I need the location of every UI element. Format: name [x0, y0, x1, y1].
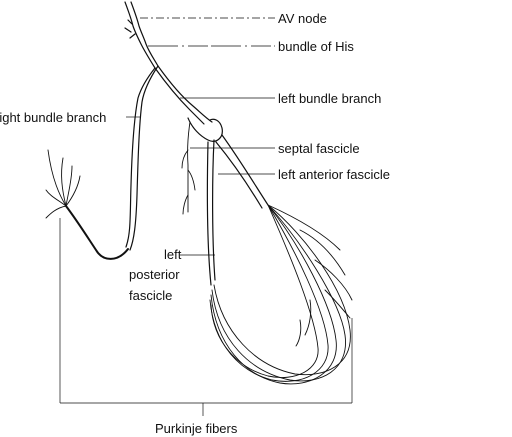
label-leaders [126, 17, 275, 256]
purkinje-bracket [59, 218, 353, 416]
label-left-posterior-line1: left [164, 247, 182, 262]
labels: AV node bundle of His left bundle branch… [0, 11, 390, 436]
label-bundle-of-his: bundle of His [278, 39, 354, 54]
label-septal-fascicle: septal fascicle [278, 141, 360, 156]
left-bundle-branch-structure [154, 65, 269, 286]
label-left-anterior-fascicle: left anterior fascicle [278, 167, 390, 182]
label-left-bundle-branch: left bundle branch [278, 91, 381, 106]
right-bundle-branch-structure [45, 65, 159, 260]
av-node-structure [124, 1, 159, 69]
label-left-posterior-line2: posterior [129, 267, 180, 282]
purkinje-network [209, 204, 353, 385]
label-purkinje-fibers: Purkinje fibers [155, 421, 238, 436]
label-av-node: AV node [278, 11, 327, 26]
label-right-bundle-branch: right bundle branch [0, 110, 106, 125]
label-left-posterior-line3: fascicle [129, 288, 172, 303]
